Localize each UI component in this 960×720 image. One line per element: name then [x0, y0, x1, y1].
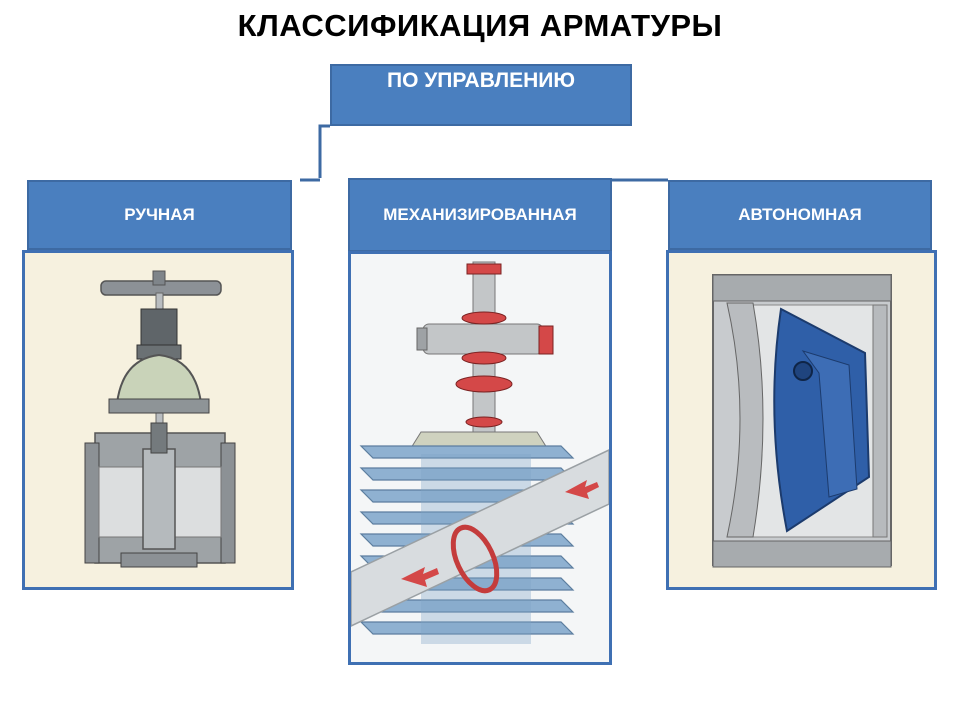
root-category-box: ПО УПРАВЛЕНИЮ	[330, 64, 632, 126]
category-autonomous: АВТОНОМНАЯ	[668, 180, 932, 250]
gate-valve-illustration	[84, 270, 236, 568]
mechanized-valve-illustration	[351, 261, 609, 644]
mechanized-valve-panel	[348, 251, 612, 665]
manual-valve-panel	[22, 250, 294, 590]
page-title: КЛАССИФИКАЦИЯ АРМАТУРЫ	[237, 8, 723, 43]
category-manual: РУЧНАЯ	[27, 180, 292, 250]
check-valve-illustration	[712, 274, 892, 568]
category-mechanized: МЕХАНИЗИРОВАННАЯ	[348, 178, 612, 252]
autonomous-valve-panel	[666, 250, 937, 590]
